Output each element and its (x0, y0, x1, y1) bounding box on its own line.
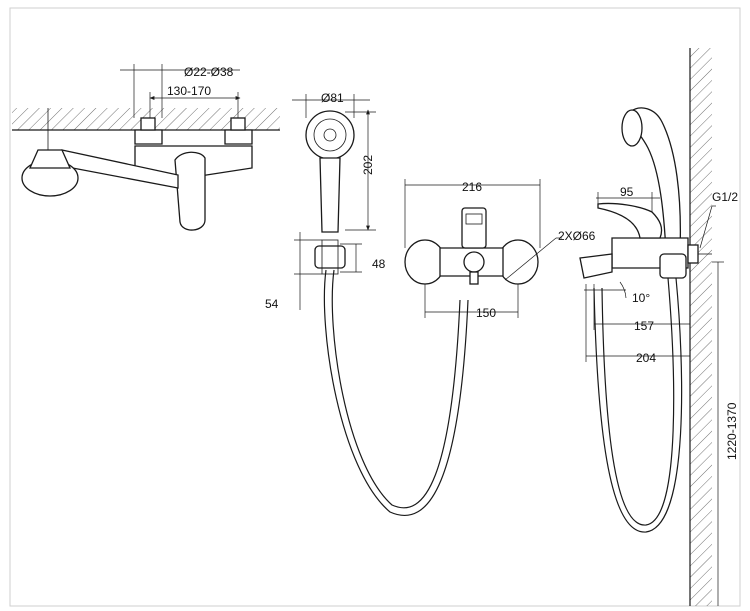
dim-total-depth: 204 (585, 284, 690, 365)
label-holder-height: 48 (372, 257, 386, 271)
dim-thread: G1/2 (699, 190, 738, 249)
label-pipe-diameter: Ø22-Ø38 (184, 65, 234, 79)
dim-head-diameter: Ø81 (292, 91, 370, 118)
dim-pipe-diameter: Ø22-Ø38 (120, 64, 240, 118)
dim-center-distance: 150 (424, 284, 519, 320)
dim-body-width: 216 (404, 179, 541, 248)
label-holder-depth: 54 (265, 297, 279, 311)
label-mount-height: 1220-1370 (725, 402, 739, 460)
label-lever-length: 95 (620, 185, 634, 199)
label-flange-diameter: 2XØ66 (558, 229, 596, 243)
dim-lever-length: 95 (596, 185, 660, 212)
wall-hatch (690, 48, 712, 606)
label-spout-reach: 157 (634, 319, 654, 333)
dim-spout-angle: 10° (584, 281, 650, 305)
label-body-width: 216 (462, 180, 482, 194)
drawing-frame (9, 7, 741, 607)
dim-flange-diameter: 2XØ66 (504, 229, 596, 281)
label-head-diameter: Ø81 (321, 91, 344, 105)
front-view (404, 207, 539, 285)
label-total-depth: 204 (636, 351, 656, 365)
top-view (12, 108, 280, 231)
label-handset-length: 202 (361, 155, 375, 175)
dim-mount-height: 1220-1370 (712, 261, 739, 606)
dim-holder-height: 48 (340, 243, 386, 273)
dim-holder-depth: 54 (265, 232, 322, 311)
side-view (579, 48, 712, 606)
label-spout-angle: 10° (632, 291, 650, 305)
label-center-distance: 150 (476, 306, 496, 320)
dim-spout-reach: 157 (593, 284, 690, 333)
label-inlet-spacing: 130-170 (167, 84, 211, 98)
dim-inlet-spacing: 130-170 (149, 84, 241, 118)
hand-shower-view (305, 110, 469, 517)
label-thread: G1/2 (712, 190, 738, 204)
dim-handset-length: 202 (345, 109, 376, 231)
